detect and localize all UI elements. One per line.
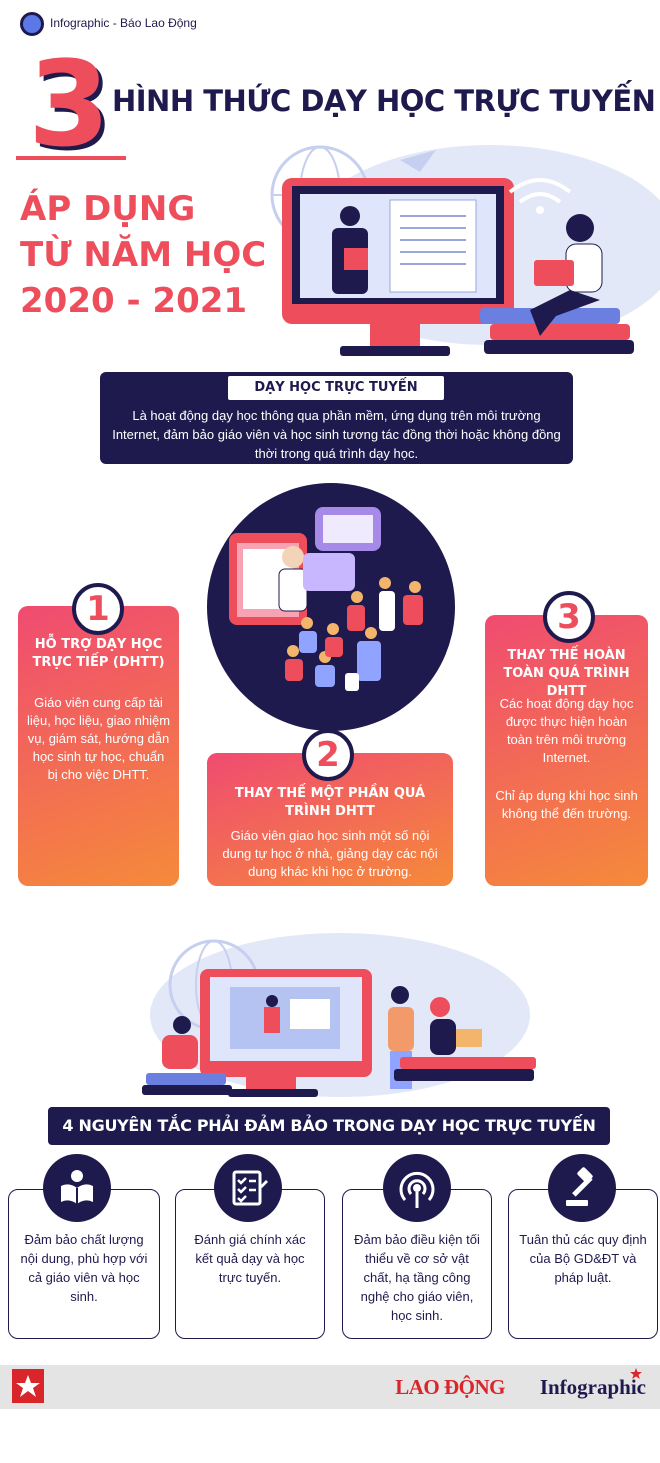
broadcast-icon: [383, 1154, 451, 1222]
form-2-title: THAY THẾ MỘT PHẦN QUÁ TRÌNH DHTT: [234, 786, 426, 819]
footer-brand-infographic: Infographic: [539, 1375, 646, 1399]
form-card-1: HỖ TRỢ DẠY HỌC TRỰC TIẾP (DHTT) Giáo viê…: [18, 606, 179, 886]
footer-star-icon: [630, 1368, 642, 1379]
man-figure: [391, 986, 409, 1004]
form-3-number: 3: [543, 591, 595, 643]
form-card-2: THAY THẾ MỘT PHẦN QUÁ TRÌNH DHTT Giáo vi…: [207, 753, 453, 886]
classroom-scene: [207, 483, 455, 731]
subtitle-line-2: TỪ NĂM HỌC: [20, 235, 267, 275]
hero-illustration: [270, 145, 660, 356]
paper-plane-icon: [400, 150, 436, 172]
brand-logo-icon: [20, 12, 44, 36]
title-underline: [16, 156, 126, 160]
form-1-text: Giáo viên cung cấp tài liệu, học liệu, g…: [26, 695, 171, 782]
form-1-number: 1: [72, 583, 124, 635]
laptop-icon: [534, 260, 574, 286]
footer-bar: [0, 1365, 660, 1409]
book-reader-icon: [43, 1154, 111, 1222]
checklist-icon: [214, 1154, 282, 1222]
title-number: 3: [28, 35, 110, 173]
definition-title: DẠY HỌC TRỰC TUYẾN: [228, 376, 444, 400]
subtitle: ÁP DỤNG TỪ NĂM HỌC 2020 - 2021: [20, 186, 266, 324]
form-2-number: 2: [302, 729, 354, 781]
form-3-text: Các hoạt động dạy học được thực hiện hoà…: [499, 696, 634, 765]
form-1-title: HỖ TRỢ DẠY HỌC TRỰC TIẾP (DHTT): [32, 637, 165, 670]
teacher-figure: [340, 206, 360, 226]
principle-4-text: Tuân thủ các quy định của Bộ GD&ĐT và ph…: [519, 1232, 647, 1285]
gavel-icon: [548, 1154, 616, 1222]
principle-3-text: Đảm bảo điều kiện tối thiểu về cơ sở vật…: [354, 1232, 480, 1323]
principle-2-text: Đánh giá chính xác kết quả dạy và học tr…: [194, 1232, 306, 1285]
definition-box: DẠY HỌC TRỰC TUYẾN Là hoạt động dạy học …: [100, 372, 573, 464]
laodong-logo-icon: [12, 1369, 44, 1403]
definition-text: Là hoạt động dạy học thông qua phần mềm,…: [112, 408, 561, 461]
brand-label: Infographic - Báo Lao Động: [50, 16, 197, 30]
teacher-figure: [282, 546, 304, 568]
book-stack: [400, 1057, 536, 1069]
footer-brand-laodong: LAO ĐỘNG: [395, 1375, 505, 1399]
form-2-text: Giáo viên giao học sinh một số nội dung …: [222, 828, 438, 879]
monitor-stand: [340, 346, 450, 356]
wifi-icon: [508, 178, 572, 204]
classroom-illustration: [229, 507, 423, 691]
form-3-note: Chỉ áp dụng khi học sinh không thể đến t…: [495, 788, 638, 821]
principles-title: 4 NGUYÊN TẮC PHẢI ĐẢM BẢO TRONG DẠY HỌC …: [48, 1107, 610, 1145]
form-card-3: THAY THẾ HOÀN TOÀN QUÁ TRÌNH DHTT Các ho…: [485, 615, 648, 886]
principle-1-text: Đảm bảo chất lượng nội dung, phù hợp với…: [20, 1232, 148, 1304]
learning-illustration: [142, 933, 536, 1097]
page-title: HÌNH THỨC DẠY HỌC TRỰC TUYẾN: [112, 84, 656, 118]
student-figure: [173, 1016, 191, 1034]
woman-figure: [430, 997, 450, 1017]
student-figure: [566, 214, 594, 242]
form-3-title: THAY THẾ HOÀN TOÀN QUÁ TRÌNH DHTT: [503, 648, 630, 699]
subtitle-line-1: ÁP DỤNG: [20, 189, 196, 229]
subtitle-line-3: 2020 - 2021: [20, 281, 248, 321]
